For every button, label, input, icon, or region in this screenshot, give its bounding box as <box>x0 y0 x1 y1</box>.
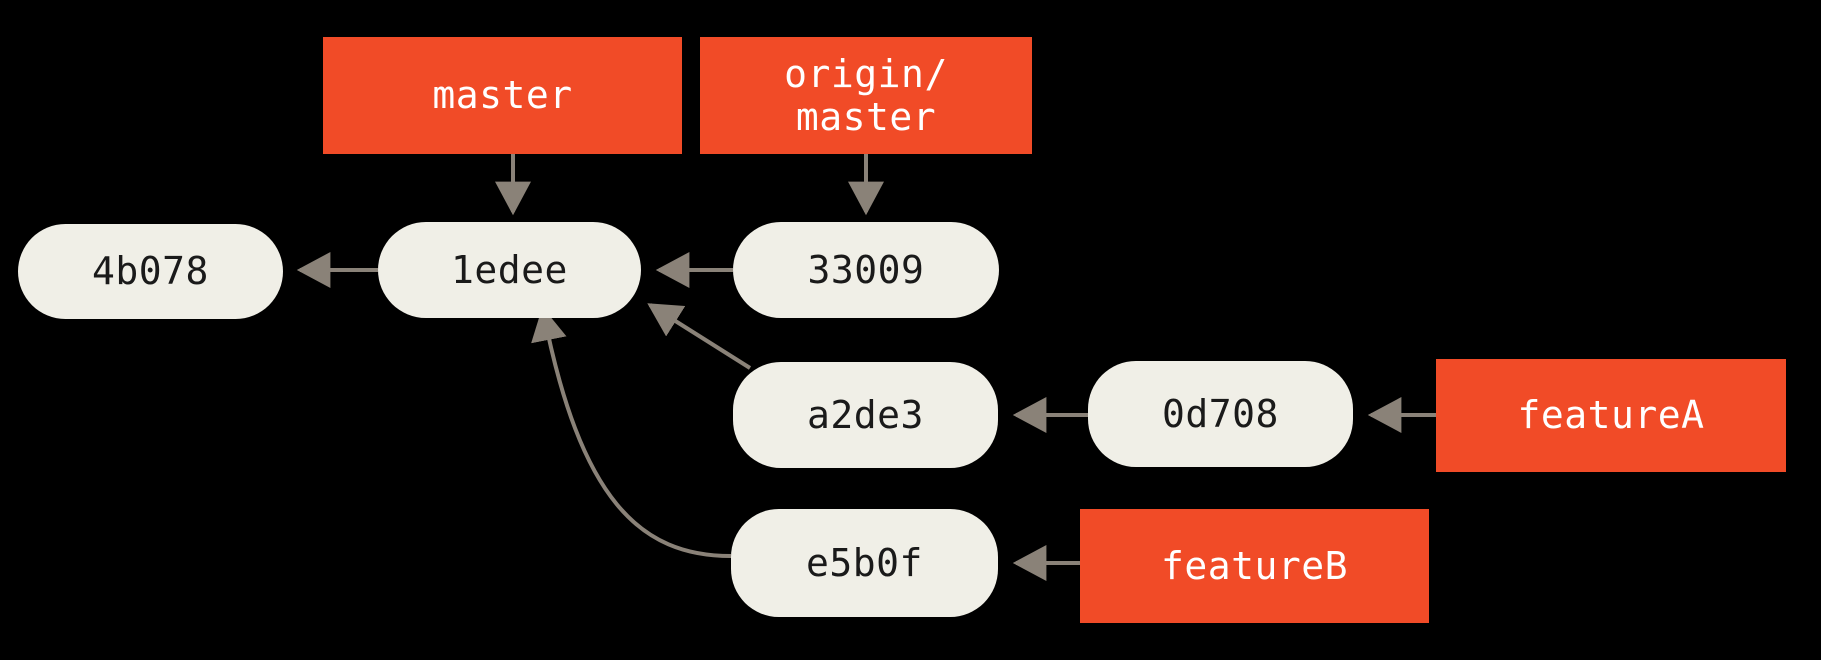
commit-node-e5b0f[interactable]: e5b0f <box>731 509 998 617</box>
branch-label-master[interactable]: master <box>323 37 682 154</box>
commit-node-33009[interactable]: 33009 <box>733 222 999 318</box>
commit-label: 4b078 <box>92 249 209 294</box>
edge-e5b0f-to-1edee <box>531 306 732 558</box>
branch-label-text: featureB <box>1160 543 1349 588</box>
edge-a2de3-to-1edee <box>647 303 752 370</box>
commit-node-a2de3[interactable]: a2de3 <box>733 362 998 468</box>
commit-node-4b078[interactable]: 4b078 <box>18 224 283 319</box>
branch-label-origin-master[interactable]: origin/ master <box>700 37 1032 154</box>
commit-label: 0d708 <box>1162 391 1279 436</box>
commit-label: 1edee <box>451 247 568 292</box>
commit-node-0d708[interactable]: 0d708 <box>1088 361 1353 467</box>
commit-label: 33009 <box>807 247 925 292</box>
branch-label-text: featureA <box>1517 393 1705 438</box>
branch-label-text: master <box>432 73 573 118</box>
branch-label-text: origin/ master <box>784 51 948 139</box>
branch-label-featureB[interactable]: featureB <box>1080 509 1429 623</box>
branch-label-featureA[interactable]: featureA <box>1436 359 1786 472</box>
commit-label: a2de3 <box>807 392 924 437</box>
commit-label: e5b0f <box>806 540 923 585</box>
commit-node-1edee[interactable]: 1edee <box>378 222 641 318</box>
